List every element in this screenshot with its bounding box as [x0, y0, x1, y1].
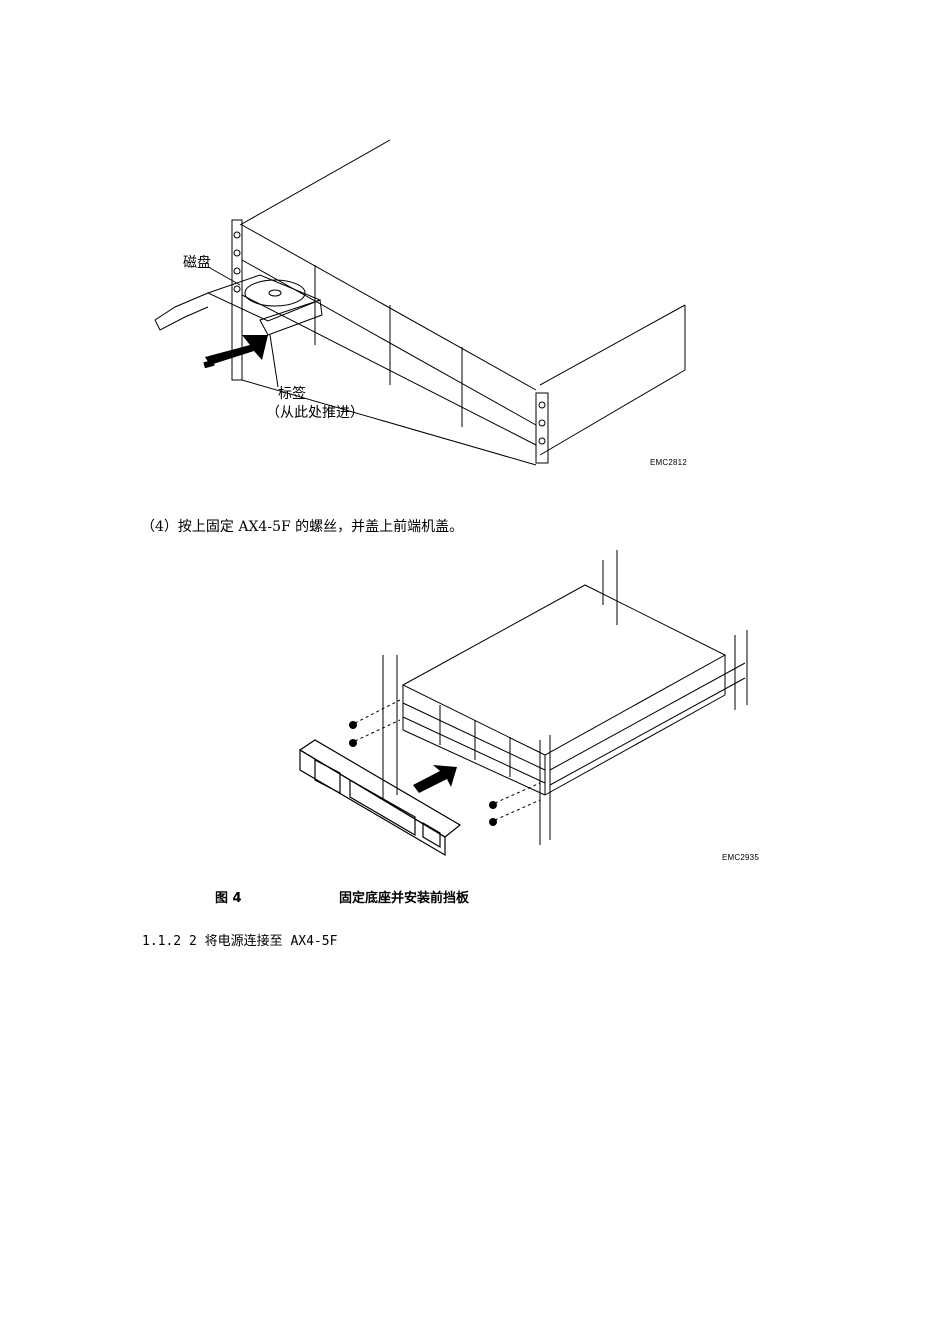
figure-caption-text: 固定底座并安装前挡板	[339, 891, 470, 906]
section-heading: 1.1.2 2 将电源连接至 AX4-5F	[142, 934, 338, 949]
figure-rack-bezel	[298, 550, 748, 857]
step-4-instruction: （4）按上固定 AX4-5F 的螺丝，并盖上前端机盖。	[141, 519, 464, 535]
label-tag: 标签	[278, 386, 306, 402]
figure-disk-insertion	[154, 139, 686, 466]
label-tag-sub: （从此处推进）	[266, 405, 364, 421]
label-disk: 磁盘	[183, 255, 211, 271]
figure1-code: EMC2812	[650, 458, 687, 467]
figure2-code: EMC2935	[722, 853, 759, 862]
figure-caption-number: 图 4	[215, 891, 242, 906]
